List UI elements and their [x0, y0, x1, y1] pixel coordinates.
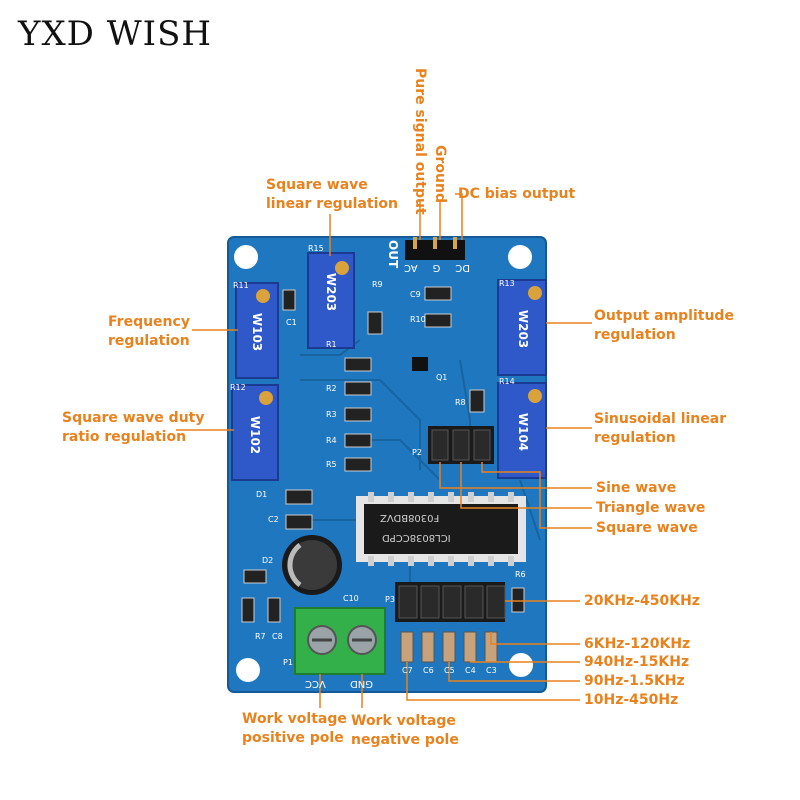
silk-ref: C2 — [268, 515, 279, 524]
power-terminal-block — [294, 607, 386, 675]
pot-sinusoidal-linear — [497, 382, 547, 479]
chip-text: ICL8038CCPD — [382, 532, 451, 543]
jumper-p3 — [395, 582, 506, 622]
pot-output-amplitude — [497, 279, 547, 376]
header-pin-ac: AC — [404, 262, 418, 273]
out-header — [405, 237, 465, 260]
label-range-940-15k: 940Hz-15KHz — [584, 654, 690, 670]
jumper-p2 — [428, 426, 494, 464]
silk-ref: D2 — [262, 556, 274, 565]
brand-watermark: YXD WISH — [18, 14, 213, 54]
out-label: OUT — [386, 240, 400, 269]
label-range-10-450: 10Hz-450Hz — [584, 692, 679, 708]
silk-ref: C1 — [286, 318, 297, 327]
label-work-voltage-negative: Work voltage negative pole — [351, 713, 459, 748]
silk-ref: C7 — [402, 666, 413, 675]
header-pin-g: G — [432, 262, 441, 273]
label-triangle-wave: Triangle wave — [596, 500, 706, 516]
silk-ref: R4 — [326, 436, 337, 445]
label-range-6k-120k: 6KHz-120KHz — [584, 636, 691, 652]
silk-ref: R12 — [230, 383, 246, 392]
silk-ref: R11 — [233, 281, 249, 290]
silk-ref: R5 — [326, 460, 337, 469]
leader-lines — [176, 193, 592, 708]
mount-hole-tl — [234, 245, 258, 269]
silk-ref: R15 — [308, 244, 324, 253]
pot-label-w102: W102 — [248, 415, 263, 455]
silk-ref: R3 — [326, 410, 337, 419]
pot-label-w103: W103 — [250, 312, 265, 352]
terminal-vcc: VCC — [305, 678, 326, 689]
pot-square-linear — [307, 252, 355, 349]
mount-hole-bl — [236, 658, 260, 682]
label-square-wave-linear: Square wave linear regulation — [266, 177, 398, 212]
silk-ref: P1 — [283, 658, 293, 667]
silk-ref: C8 — [272, 632, 283, 641]
icl8038-chip — [356, 492, 526, 566]
mount-hole-tr — [508, 245, 532, 269]
pot-label-w203-left: W203 — [324, 272, 339, 312]
silk-ref: R8 — [455, 398, 466, 407]
chip-code: F0308BDVZ — [380, 512, 440, 523]
pot-frequency — [235, 282, 279, 379]
label-pure-signal-output: Pure signal output — [412, 68, 428, 215]
pot-label-w203-right: W203 — [516, 309, 531, 349]
label-duty-ratio: Square wave duty ratio regulation — [62, 410, 205, 445]
silk-ref: D1 — [256, 490, 268, 499]
silk-ref: C9 — [410, 290, 421, 299]
silk-ref: C3 — [486, 666, 497, 675]
silk-ref: R9 — [372, 280, 383, 289]
silk-ref: R7 — [255, 632, 266, 641]
silk-ref: R14 — [499, 377, 515, 386]
silk-ref: C6 — [423, 666, 434, 675]
silk-ref: C5 — [444, 666, 455, 675]
pot-label-w104: W104 — [516, 412, 531, 452]
label-frequency-regulation: Frequency regulation — [108, 314, 190, 349]
silk-ref: R6 — [515, 570, 526, 579]
silk-ref: R13 — [499, 279, 515, 288]
label-dc-bias-output: DC bias output — [458, 186, 576, 202]
label-ground: Ground — [432, 145, 448, 203]
label-square-wave: Square wave — [596, 520, 698, 536]
silk-ref: Q1 — [436, 373, 448, 382]
header-pin-dc: DC — [455, 262, 470, 273]
silk-ref: C10 — [343, 594, 359, 603]
mount-hole-br — [509, 653, 533, 677]
label-range-20k-450k: 20KHz-450KHz — [584, 593, 700, 609]
terminal-gnd: GND — [350, 678, 373, 689]
silk-ref: R1 — [326, 340, 337, 349]
silk-ref: R2 — [326, 384, 337, 393]
silk-ref: P3 — [385, 595, 395, 604]
label-output-amplitude: Output amplitude regulation — [594, 308, 734, 343]
pot-duty — [231, 384, 279, 481]
silk-ref: R10 — [410, 315, 426, 324]
silk-ref: P2 — [412, 448, 422, 457]
silk-ref: C4 — [465, 666, 476, 675]
label-range-90-1-5k: 90Hz-1.5KHz — [584, 673, 685, 689]
header-pin-labels: DC G AC — [404, 262, 470, 273]
label-sine-wave: Sine wave — [596, 480, 677, 496]
transistor-q1 — [412, 357, 428, 371]
electrolytic-capacitor — [282, 535, 342, 595]
label-work-voltage-positive: Work voltage positive pole — [242, 711, 347, 746]
label-sinusoidal-linear: Sinusoidal linear regulation — [594, 411, 727, 446]
